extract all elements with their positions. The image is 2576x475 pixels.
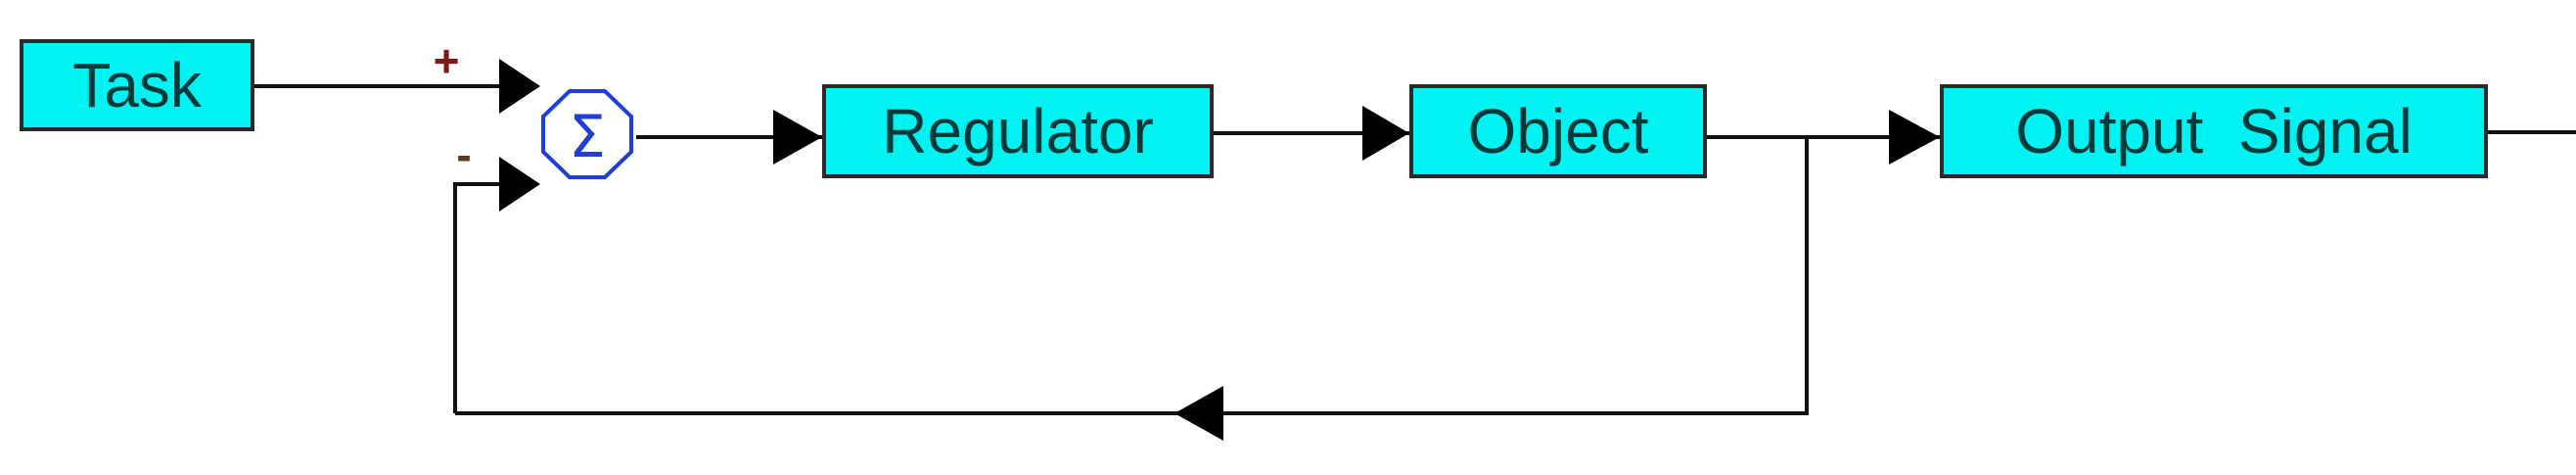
arrowhead-to-regulator — [773, 110, 822, 165]
block-output-box — [1940, 84, 2488, 178]
block-task-label: Task — [72, 50, 203, 120]
sigma-symbol: Σ — [569, 103, 606, 171]
arrowhead-feedback — [1174, 386, 1223, 441]
block-regulator: Regulator — [822, 84, 1214, 178]
block-object-box — [1409, 84, 1707, 178]
block-task: Task — [20, 39, 254, 131]
block-output-signal: Output Signal — [1940, 84, 2488, 178]
arrowhead-to-output — [1889, 110, 1940, 165]
block-task-box — [20, 39, 254, 131]
block-regulator-label: Regulator — [882, 96, 1154, 166]
block-object-label: Object — [1468, 96, 1649, 166]
plus-sign: + — [434, 35, 460, 86]
minus-sign: - — [456, 129, 471, 180]
wire-feedback-in — [453, 182, 499, 413]
arrowhead-minus-input — [499, 157, 540, 212]
block-object: Object — [1409, 84, 1707, 178]
wire-feedback-path — [455, 137, 1809, 415]
block-regulator-box — [822, 84, 1214, 178]
arrowhead-to-object — [1362, 106, 1409, 161]
block-output-label: Output Signal — [2015, 96, 2413, 166]
arrowhead-plus-input — [499, 59, 540, 114]
summator-octagon — [541, 89, 633, 179]
summing-junction: Σ — [541, 89, 633, 179]
